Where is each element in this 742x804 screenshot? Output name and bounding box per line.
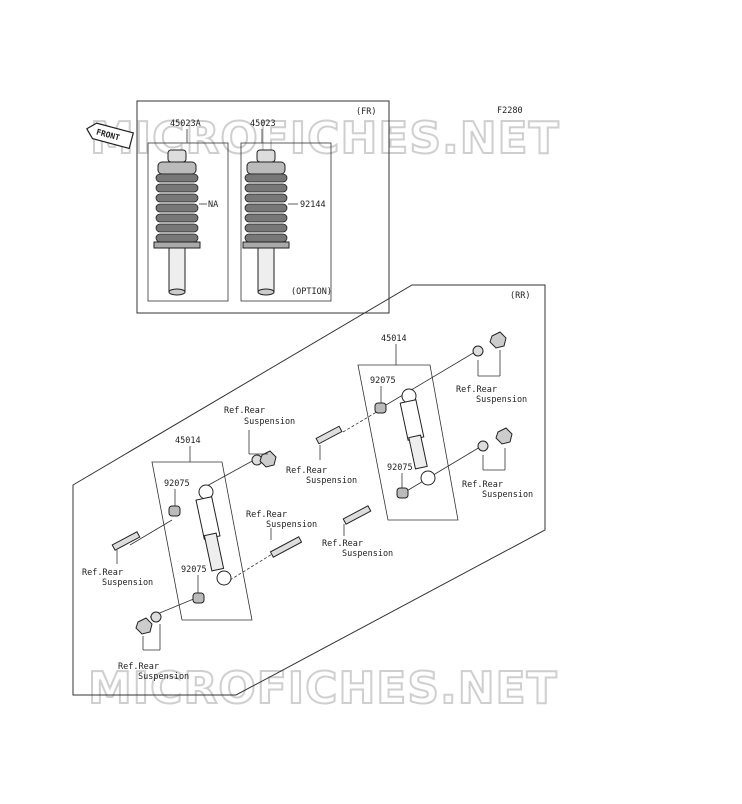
rear-box-tag: (RR): [510, 291, 530, 301]
ref-6-line2: Suspension: [342, 549, 393, 559]
ref-5-line1: Ref.Rear: [246, 510, 287, 520]
front-part-right-label: 45023: [250, 119, 276, 129]
ref-2-line2: Suspension: [482, 490, 533, 500]
front-part-left-label: 45023A: [170, 119, 201, 129]
ref-5-line2: Suspension: [266, 520, 317, 530]
bushing-label-3: 92075: [164, 479, 190, 489]
ref-4-line1: Ref.Rear: [286, 466, 327, 476]
shock-label-lower: 45014: [175, 436, 201, 446]
ref-8-line1: Ref.Rear: [118, 662, 159, 672]
front-direction-badge: FRONT: [85, 122, 135, 150]
callout-na: NA: [208, 200, 218, 210]
ref-1-line2: Suspension: [476, 395, 527, 405]
ref-6-line1: Ref.Rear: [322, 539, 363, 549]
ref-callout-2: Ref.Rear Suspension: [462, 448, 533, 500]
ref-callout-5: Ref.Rear Suspension: [246, 510, 317, 540]
ref-1-line1: Ref.Rear: [456, 385, 497, 395]
front-shock-box: (FR) 45023A 45023 NA: [136, 100, 390, 314]
ref-callout-8: Ref.Rear Suspension: [118, 624, 189, 682]
callout-92144: 92144: [300, 200, 326, 210]
bushing-label-1: 92075: [370, 376, 396, 386]
rear-shock-box: (RR) 45014 45014: [72, 284, 546, 696]
option-note: (OPTION): [291, 287, 332, 297]
ref-3-line2: Suspension: [244, 417, 295, 427]
diagram-code: F2280: [497, 106, 523, 116]
ref-7-line2: Suspension: [102, 578, 153, 588]
rear-shock-lower[interactable]: [111, 450, 303, 635]
watermark-top: MICROFICHES.NET: [90, 113, 560, 164]
ref-callout-4: Ref.Rear Suspension: [286, 445, 357, 486]
ref-callout-3: Ref.Rear Suspension: [224, 406, 295, 455]
front-shock-left[interactable]: [153, 149, 201, 296]
ref-3-line1: Ref.Rear: [224, 406, 265, 416]
ref-8-line2: Suspension: [138, 672, 189, 682]
front-box-tag: (FR): [356, 107, 376, 117]
ref-7-line1: Ref.Rear: [82, 568, 123, 578]
ref-4-line2: Suspension: [306, 476, 357, 486]
ref-callout-1: Ref.Rear Suspension: [456, 350, 527, 405]
watermark-bottom: MICROFICHES.NET: [88, 663, 558, 714]
front-shock-right[interactable]: [242, 149, 290, 296]
bushing-label-4: 92075: [181, 565, 207, 575]
ref-callout-7: Ref.Rear Suspension: [82, 550, 153, 588]
ref-callout-6: Ref.Rear Suspension: [322, 524, 393, 559]
rear-shock-upper[interactable]: [315, 331, 513, 525]
ref-2-line1: Ref.Rear: [462, 480, 503, 490]
bushing-label-2: 92075: [387, 463, 413, 473]
shock-label-upper: 45014: [381, 334, 407, 344]
